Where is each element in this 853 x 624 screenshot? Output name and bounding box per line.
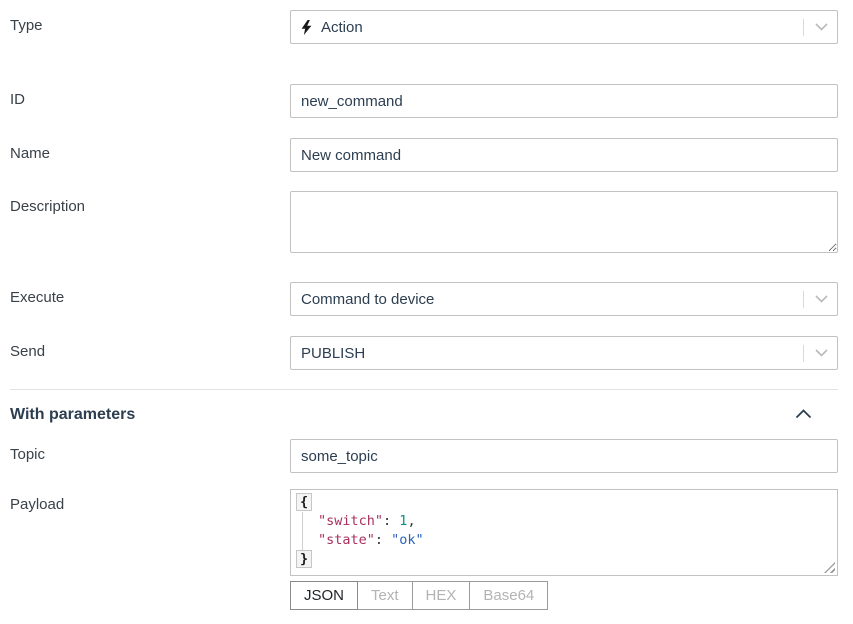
type-select-value: Action — [321, 18, 363, 36]
payload-code-editor[interactable]: { "switch": 1, "state": "ok" } — [290, 489, 838, 576]
name-input[interactable] — [290, 138, 838, 172]
code-line: } — [296, 550, 829, 569]
chevron-down-icon — [815, 283, 828, 315]
section-divider — [10, 389, 838, 390]
id-input[interactable] — [290, 84, 838, 118]
description-textarea[interactable] — [290, 191, 838, 253]
code-line: "switch": 1, — [318, 513, 416, 529]
form-row-name: Name — [10, 138, 838, 172]
code-line: "state": "ok" — [318, 532, 424, 548]
form-row-payload: Payload { "switch": 1, "state": "ok" } J… — [10, 489, 838, 610]
tab-base64[interactable]: Base64 — [469, 581, 549, 610]
type-label: Type — [10, 17, 43, 34]
code-line: { — [296, 493, 829, 512]
send-select-value: PUBLISH — [301, 344, 366, 362]
execute-select-value: Command to device — [301, 290, 435, 308]
select-divider — [803, 291, 804, 308]
collapse-section-button[interactable] — [789, 405, 818, 424]
select-divider — [803, 345, 804, 362]
form-row-execute: Execute Command to device — [10, 282, 838, 316]
execute-label: Execute — [10, 289, 65, 306]
chevron-up-icon — [795, 407, 812, 422]
payload-format-tabs: JSON Text HEX Base64 — [290, 581, 549, 610]
tab-hex[interactable]: HEX — [411, 581, 471, 610]
matched-brace: } — [296, 550, 313, 568]
id-label: ID — [10, 91, 25, 108]
execute-select[interactable]: Command to device — [290, 282, 838, 316]
parameters-section-header: With parameters — [10, 405, 838, 424]
topic-label: Topic — [10, 446, 46, 463]
select-divider — [803, 19, 804, 36]
send-label: Send — [10, 343, 46, 360]
name-label: Name — [10, 145, 51, 162]
description-label: Description — [10, 198, 86, 215]
indent-guide — [302, 512, 303, 550]
form-row-description: Description — [10, 191, 838, 258]
send-select[interactable]: PUBLISH — [290, 336, 838, 370]
form-row-type: Type Action — [10, 10, 838, 44]
type-select[interactable]: Action — [290, 10, 838, 44]
form-row-id: ID — [10, 84, 838, 118]
tab-json[interactable]: JSON — [290, 581, 359, 610]
chevron-down-icon — [815, 11, 828, 43]
topic-input[interactable] — [290, 439, 838, 473]
payload-label: Payload — [10, 496, 65, 513]
form-row-send: Send PUBLISH — [10, 336, 838, 370]
lightning-bolt-icon — [301, 19, 312, 35]
chevron-down-icon — [815, 337, 828, 369]
matched-brace: { — [296, 493, 313, 511]
resize-handle[interactable] — [824, 562, 835, 573]
tab-text[interactable]: Text — [357, 581, 413, 610]
form-row-topic: Topic — [10, 439, 838, 473]
parameters-section-title: With parameters — [10, 405, 136, 423]
